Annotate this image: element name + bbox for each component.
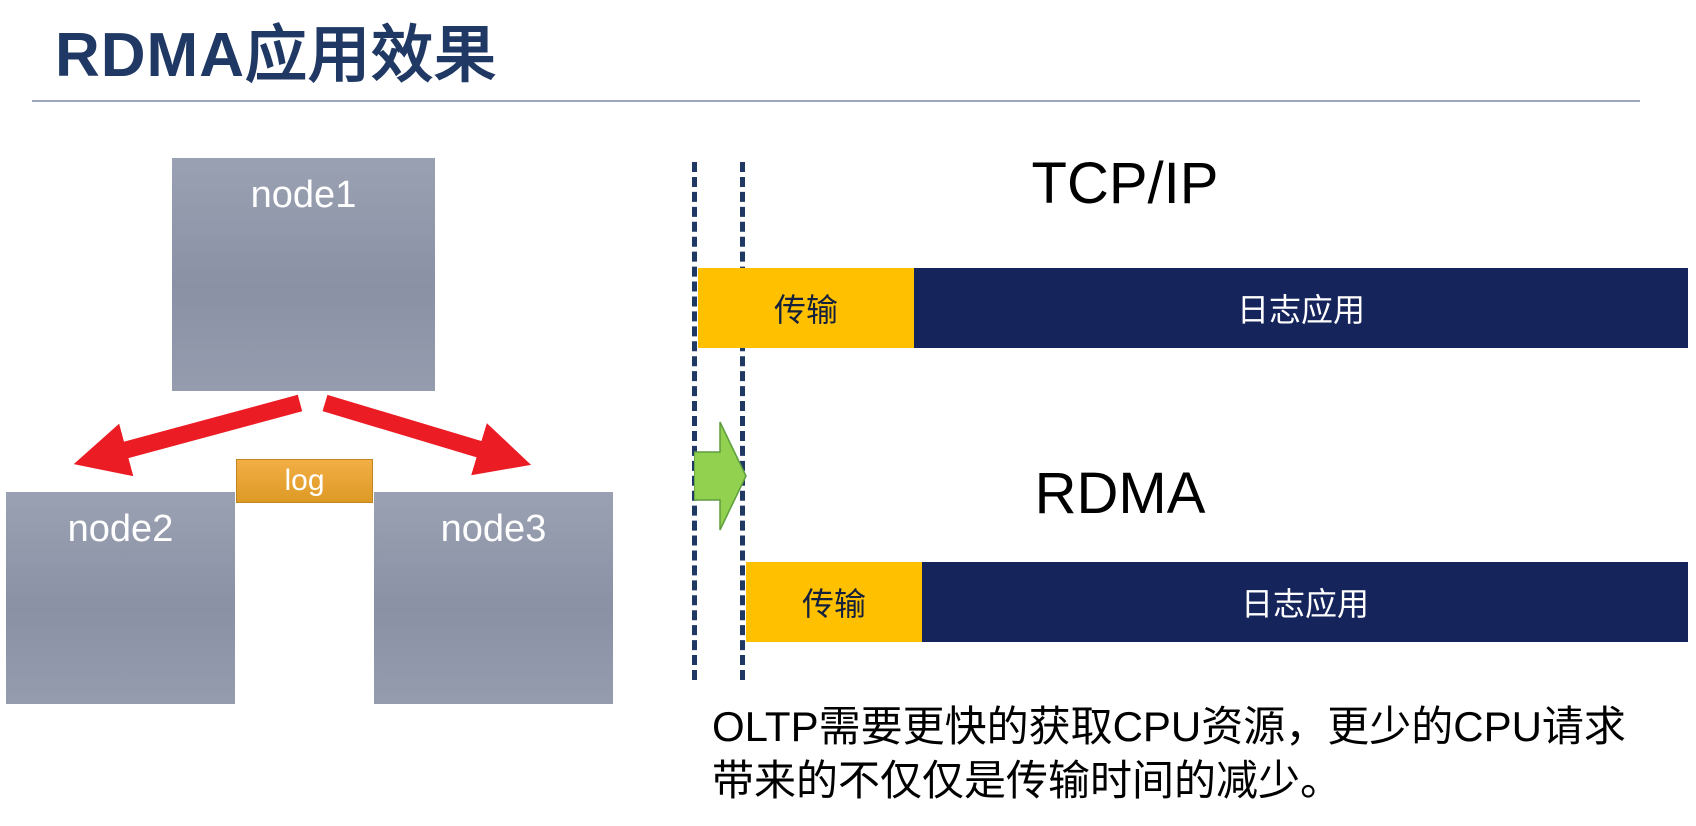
tcp-transfer-segment: 传输: [698, 268, 914, 348]
title-divider: [32, 100, 1640, 102]
tcp-transfer-label: 传输: [773, 292, 838, 328]
node2-label: node2: [67, 508, 174, 550]
tcp-app-segment: 日志应用: [914, 268, 1688, 348]
rdma-app-label: 日志应用: [1240, 586, 1369, 622]
tcp-section-title: TCP/IP: [1031, 151, 1219, 216]
rdma-app-segment: 日志应用: [922, 562, 1688, 642]
log-box: log: [236, 459, 373, 503]
rdma-timeline-bar: 传输 日志应用: [746, 562, 1688, 642]
node1-box: node1: [172, 158, 435, 391]
rdma-transfer-segment: 传输: [746, 562, 922, 642]
green-right-arrow-icon: [694, 421, 747, 531]
page-title: RDMA应用效果: [55, 21, 497, 90]
node3-box: node3: [374, 492, 613, 704]
timeline-dashed-line-start: [692, 162, 697, 680]
tcp-app-label: 日志应用: [1236, 292, 1365, 328]
node3-label: node3: [440, 508, 547, 550]
caption-text: OLTP需要更快的获取CPU资源，更少的CPU请求带来的不仅仅是传输时间的减少。: [712, 703, 1626, 804]
node1-label: node1: [250, 174, 357, 216]
red-arrow-right-icon: [322, 394, 532, 476]
timeline-dashed-line-rdma-start: [740, 162, 745, 680]
rdma-transfer-label: 传输: [801, 586, 866, 622]
node2-box: node2: [6, 492, 235, 704]
red-arrow-left-icon: [73, 394, 303, 477]
tcp-timeline-bar: 传输 日志应用: [698, 268, 1688, 348]
log-label: log: [284, 464, 325, 497]
rdma-section-title: RDMA: [1034, 461, 1206, 526]
